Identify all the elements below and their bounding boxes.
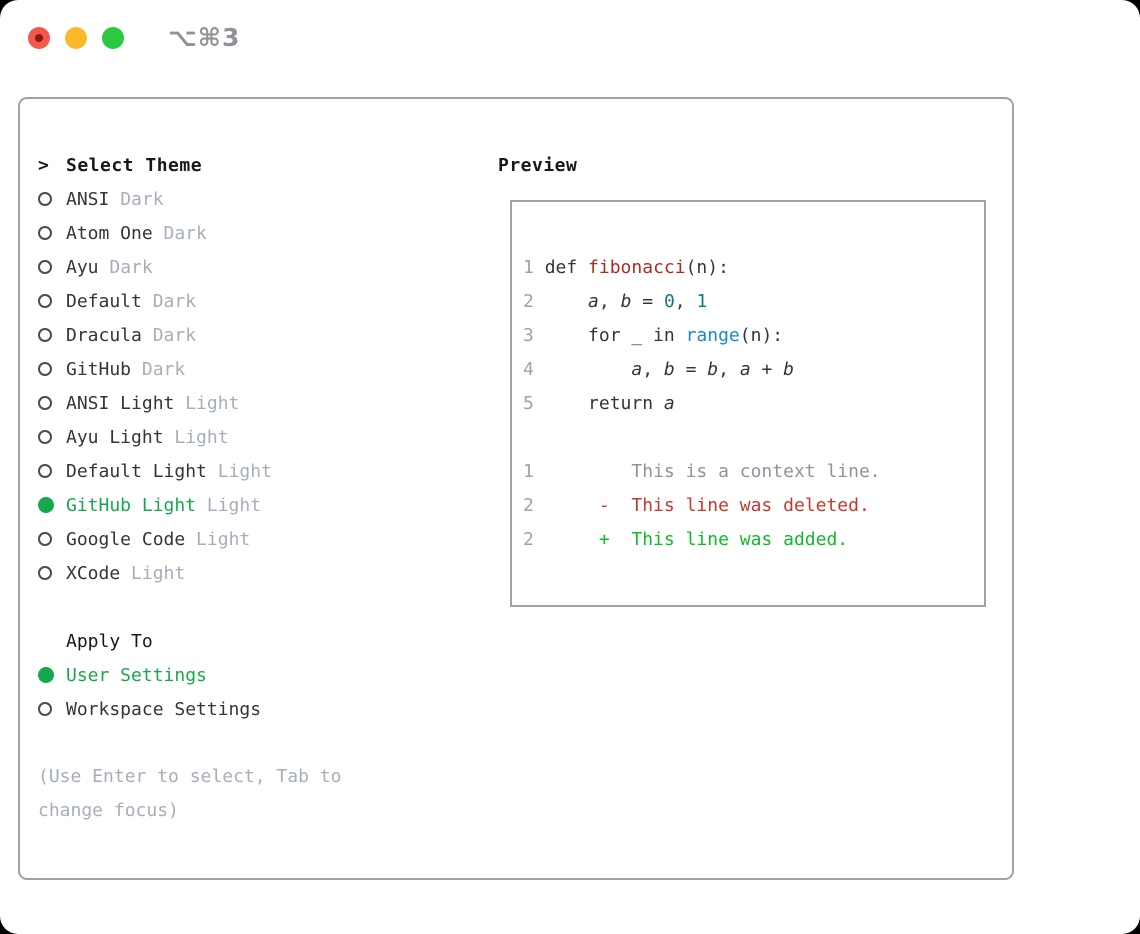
radio-slot (38, 396, 66, 410)
close-button[interactable] (28, 27, 50, 49)
radio-icon (38, 328, 52, 342)
radio-icon (38, 464, 52, 478)
code-line: 2 a, b = 0, 1 (523, 291, 708, 312)
select-theme-header: > Select Theme (38, 148, 272, 182)
radio-icon (38, 532, 52, 546)
radio-icon (38, 702, 52, 716)
theme-list: ANSI Dark Atom One Dark Ayu Dark Default… (38, 182, 272, 590)
option-label: Ayu Dark (66, 256, 153, 278)
unsaved-dot-icon (35, 34, 43, 42)
option-label: Dracula Dark (66, 324, 197, 346)
theme-option[interactable]: Ayu Light Light (38, 420, 272, 454)
code-line: 3 for _ in range(n): (523, 325, 784, 346)
code-line: 5 return a (523, 393, 675, 414)
theme-option[interactable]: ANSI Light Light (38, 386, 272, 420)
minimize-button[interactable] (65, 27, 87, 49)
option-label: Default Light Light (66, 460, 272, 482)
code-line (523, 421, 881, 455)
theme-option[interactable]: XCode Light (38, 556, 272, 590)
radio-icon (38, 260, 52, 274)
option-label: ANSI Dark (66, 188, 164, 210)
theme-option[interactable]: Dracula Dark (38, 318, 272, 352)
window-title: ⌥⌘3 (168, 23, 241, 52)
theme-option[interactable]: Google Code Light (38, 522, 272, 556)
code-preview: 1 def fibonacci(n): 2 a, b = 0, 1 3 for _ … (523, 251, 881, 557)
theme-option[interactable]: Atom One Dark (38, 216, 272, 250)
option-label: GitHub Light Light (66, 494, 262, 516)
radio-icon (38, 294, 52, 308)
radio-slot (38, 566, 66, 580)
radio-selected-icon (38, 667, 54, 683)
radio-slot (38, 226, 66, 240)
theme-picker-panel: > Select Theme ANSI Dark Atom One Dark A… (18, 97, 1014, 880)
radio-slot (38, 294, 66, 308)
theme-option[interactable]: Ayu Dark (38, 250, 272, 284)
code-line: 2 + This line was added. (523, 529, 849, 550)
option-label: Google Code Light (66, 528, 251, 550)
option-label: Atom One Dark (66, 222, 207, 244)
radio-icon (38, 226, 52, 240)
code-line: 2 - This line was deleted. (523, 495, 870, 516)
radio-slot (38, 260, 66, 274)
radio-slot (38, 192, 66, 206)
option-label: GitHub Dark (66, 358, 186, 380)
select-theme-label: Select Theme (66, 154, 203, 176)
radio-slot (38, 362, 66, 376)
theme-option[interactable]: GitHub Light Light (38, 488, 272, 522)
option-label: Workspace Settings (66, 698, 262, 720)
theme-option[interactable]: ANSI Dark (38, 182, 272, 216)
apply-to-header: Apply To (38, 624, 272, 658)
spacer (38, 590, 272, 624)
radio-slot (38, 667, 66, 683)
option-label: User Settings (66, 664, 207, 686)
apply-to-label: Apply To (66, 630, 153, 652)
radio-slot (38, 702, 66, 716)
option-label: ANSI Light Light (66, 392, 240, 414)
prompt-icon: > (38, 154, 49, 176)
radio-icon (38, 430, 52, 444)
maximize-button[interactable] (102, 27, 124, 49)
radio-selected-icon (38, 497, 54, 513)
radio-slot (38, 532, 66, 546)
code-line: 4 a, b = b, a + b (523, 359, 795, 380)
theme-list-section: > Select Theme ANSI Dark Atom One Dark A… (38, 148, 272, 726)
radio-icon (38, 192, 52, 206)
apply-to-list: User Settings Workspace Settings (38, 658, 272, 726)
preview-label: Preview (498, 154, 578, 176)
radio-slot (38, 430, 66, 444)
radio-slot (38, 328, 66, 342)
radio-slot (38, 464, 66, 478)
hint-text: (Use Enter to select, Tab to change focu… (38, 766, 342, 821)
theme-option[interactable]: GitHub Dark (38, 352, 272, 386)
radio-icon (38, 396, 52, 410)
apply-to-option[interactable]: User Settings (38, 658, 272, 692)
radio-icon (38, 566, 52, 580)
preview-box: 1 def fibonacci(n): 2 a, b = 0, 1 3 for _ … (510, 200, 986, 607)
titlebar: ⌥⌘3 (28, 23, 239, 52)
option-label: XCode Light (66, 562, 186, 584)
radio-slot (38, 497, 66, 513)
option-label: Default Dark (66, 290, 197, 312)
apply-to-option[interactable]: Workspace Settings (38, 692, 272, 726)
radio-icon (38, 362, 52, 376)
option-label: Ayu Light Light (66, 426, 229, 448)
code-line: 1 def fibonacci(n): (523, 257, 729, 278)
code-line: 1 This is a context line. (523, 461, 881, 482)
theme-option[interactable]: Default Light Light (38, 454, 272, 488)
theme-option[interactable]: Default Dark (38, 284, 272, 318)
